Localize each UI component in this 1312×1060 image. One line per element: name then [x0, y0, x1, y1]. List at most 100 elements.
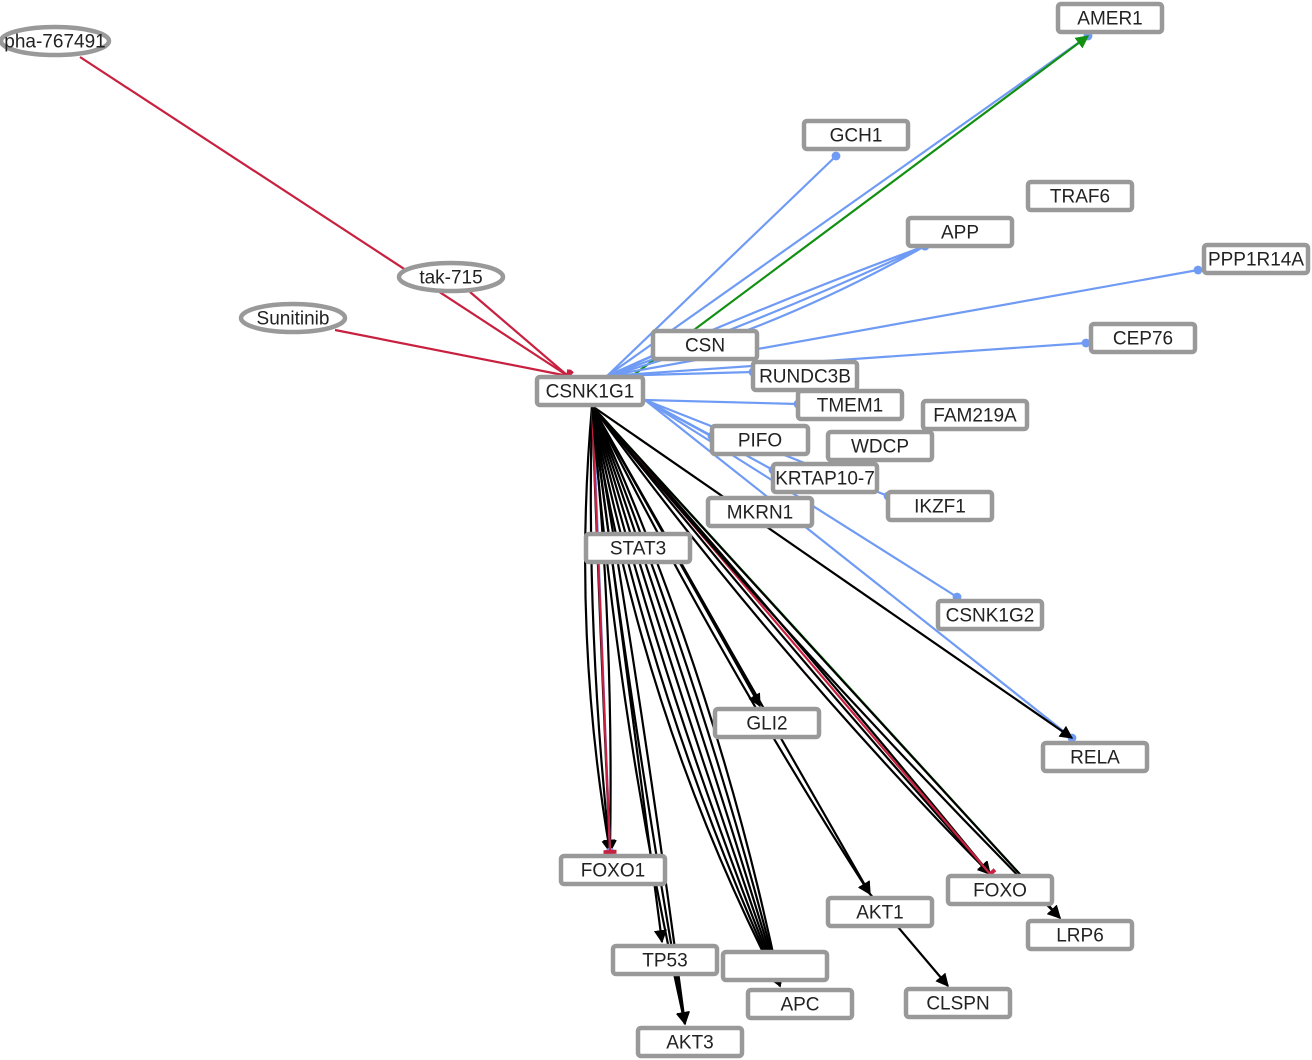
node-box — [945, 873, 1055, 907]
node-csnk1g2[interactable]: CSNK1G2 — [935, 598, 1045, 632]
node-csn[interactable]: CSN — [650, 328, 760, 362]
edge-csnk1g1-apc-activation — [590, 405, 783, 988]
edge-pha-csnk1g1-inhibition — [79, 56, 574, 383]
node-box — [583, 531, 693, 565]
node-label: APC — [780, 995, 819, 1016]
node-label: pha-767491 — [4, 32, 105, 53]
node-box — [745, 987, 855, 1021]
edge-csnk1g1-foxo-activation — [591, 405, 991, 875]
node-box — [705, 495, 815, 529]
node-clspn[interactable]: CLSPN — [903, 986, 1013, 1020]
node-box — [920, 398, 1030, 432]
node-label: PIFO — [738, 431, 782, 452]
edge-csnk1g1-akt1-activation — [591, 405, 871, 896]
node-box — [903, 986, 1013, 1020]
node-ikzf1[interactable]: IKZF1 — [885, 489, 995, 523]
node-label: GLI2 — [746, 714, 787, 735]
node-label: RUNDC3B — [759, 367, 851, 388]
node-label: TMEM1 — [817, 396, 884, 417]
node-box — [635, 1025, 745, 1059]
node-box — [825, 429, 935, 463]
node-label: AMER1 — [1077, 9, 1142, 30]
node-box — [905, 215, 1015, 249]
node-app[interactable]: APP — [905, 215, 1015, 249]
node-label: LRP6 — [1056, 926, 1104, 947]
edge-csnk1g1-foxo1-activation — [589, 405, 616, 854]
node-krtap[interactable]: KRTAP10-7 — [770, 461, 880, 495]
node-lrp6[interactable]: LRP6 — [1025, 918, 1135, 952]
node-label: tak-715 — [419, 268, 482, 289]
node-pifo[interactable]: PIFO — [709, 423, 811, 457]
node-label: RELA — [1070, 748, 1120, 769]
node-rela[interactable]: RELA — [1040, 740, 1150, 774]
edge-csnk1g1-app-binding — [606, 241, 930, 378]
node-box — [1201, 242, 1311, 276]
node-akt3[interactable]: AKT3 — [635, 1025, 745, 1059]
node-apc[interactable]: APC — [745, 987, 855, 1021]
node-box — [610, 943, 720, 977]
edge-csnk1g1-foxo-activation — [591, 405, 991, 875]
node-box — [709, 423, 811, 457]
node-tp53[interactable]: TP53 — [610, 943, 720, 977]
node-akt1[interactable]: AKT1 — [825, 895, 935, 929]
node-label: CLSPN — [926, 994, 989, 1015]
node-label: MKRN1 — [727, 503, 794, 524]
edge-csnk1g1-lrp6-activation — [591, 405, 1061, 919]
node-ppp1r14a[interactable]: PPP1R14A — [1201, 242, 1311, 276]
edge-csnk1g1-apc-activation — [590, 405, 784, 988]
edge-csnk1g1-amer1-binding — [606, 31, 1093, 377]
node-gli2[interactable]: GLI2 — [712, 706, 822, 740]
node-box — [1088, 321, 1198, 355]
node-foxo1[interactable]: FOXO1 — [558, 853, 668, 887]
node-foxo[interactable]: FOXO — [945, 873, 1055, 907]
edge-suni-csnk1g1-inhibition — [334, 328, 572, 383]
node-cep76[interactable]: CEP76 — [1088, 321, 1198, 355]
edge-csnk1g1-foxo1-inhibition — [590, 405, 617, 855]
node-stat3[interactable]: STAT3 — [583, 531, 693, 565]
node-box — [1025, 179, 1135, 213]
edge-csnk1g1-gch1-binding — [606, 151, 841, 377]
node-box — [1025, 918, 1135, 952]
node-box — [825, 895, 935, 929]
edge-csnk1g1-akt1-activation — [591, 405, 871, 896]
node-box — [720, 949, 830, 983]
node-traf6[interactable]: TRAF6 — [1025, 179, 1135, 213]
edge-csnk1g1-apc-activation — [590, 405, 781, 988]
node-label: FOXO — [973, 881, 1027, 902]
node-box — [1040, 740, 1150, 774]
edge-csnk1g1-rela-activation — [591, 405, 1074, 739]
node-fam219a[interactable]: FAM219A — [920, 398, 1030, 432]
node-box — [650, 328, 760, 362]
node-label: TP53 — [642, 951, 687, 972]
node-box — [770, 461, 880, 495]
node-label: CEP76 — [1113, 329, 1173, 350]
node-tmem[interactable]: TMEM1 — [795, 388, 905, 422]
node-csnk1g1[interactable]: CSNK1G1 — [534, 374, 646, 408]
node-gch1[interactable]: GCH1 — [801, 118, 911, 152]
edge-csnk1g1-cep76-binding — [606, 338, 1091, 378]
node-apc2[interactable] — [720, 949, 830, 983]
node-wdcp[interactable]: WDCP — [825, 429, 935, 463]
node-rundc3b[interactable]: RUNDC3B — [750, 359, 860, 393]
node-label: CSNK1G1 — [546, 382, 635, 403]
edges-layer — [79, 31, 1203, 1026]
node-label: STAT3 — [610, 539, 666, 560]
edge-csnk1g1-app-binding — [606, 241, 930, 378]
edge-csnk1g1-akt3-activation — [590, 405, 690, 1026]
node-suni[interactable]: Sunitinib — [238, 301, 348, 335]
node-tak[interactable]: tak-715 — [396, 260, 506, 294]
node-box — [801, 118, 911, 152]
node-mkrn1[interactable]: MKRN1 — [705, 495, 815, 529]
node-label: TRAF6 — [1050, 187, 1110, 208]
node-label: WDCP — [851, 437, 909, 458]
edge-csnk1g1-apc-activation — [590, 405, 782, 988]
node-label: Sunitinib — [257, 309, 330, 330]
node-amer1[interactable]: AMER1 — [1055, 1, 1165, 35]
node-label: KRTAP10-7 — [775, 469, 875, 490]
node-label: PPP1R14A — [1208, 250, 1304, 271]
node-pha[interactable]: pha-767491 — [0, 24, 112, 58]
node-label: IKZF1 — [914, 497, 966, 518]
edge-csnk1g1-akt3-activation — [590, 405, 689, 1026]
